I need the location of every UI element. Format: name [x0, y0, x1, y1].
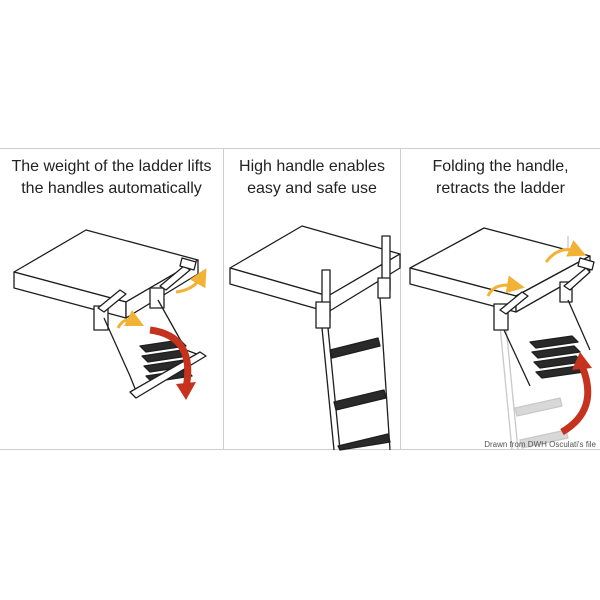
ladder-rail-left-inner	[327, 327, 341, 451]
caption-line-2: retracts the ladder	[436, 180, 565, 197]
caption-line-1: High handle enables	[239, 158, 385, 175]
ladder-rail-right	[567, 299, 591, 351]
panel-high-handle: High handle enables easy and safe use	[224, 148, 400, 450]
deploy-arrow-icon	[149, 326, 192, 389]
panel-frame	[0, 148, 600, 450]
credit-text: Drawn from DWH Osculati's file	[484, 440, 596, 449]
panel-caption: High handle enables easy and safe use	[224, 156, 400, 200]
fold-arrow-icon	[486, 275, 525, 297]
mount-plate-right	[149, 287, 165, 309]
panel-divider-2	[400, 148, 401, 450]
retract-arrow-icon	[560, 364, 592, 436]
lift-arrow-icon	[175, 268, 207, 294]
handle-left	[499, 291, 529, 315]
ladder-illustration-deployed	[13, 229, 207, 399]
panel-caption: Folding the handle, retracts the ladder	[401, 156, 600, 200]
mount-plate-left	[315, 301, 331, 329]
ladder-illustration-handles-up	[229, 225, 401, 451]
lift-arrow-icon	[116, 309, 145, 329]
ladder-rail-left	[503, 329, 531, 387]
panel-divider-1	[223, 148, 224, 450]
handle-left	[97, 289, 127, 313]
ladder-steps	[329, 337, 391, 451]
mount-plate-right	[377, 277, 391, 299]
handle-right	[563, 267, 591, 291]
ladder-rail-left	[321, 327, 335, 451]
ladder-steps	[529, 335, 585, 379]
panel-weight-lifts-handles: The weight of the ladder lifts the handl…	[0, 148, 223, 450]
panel-caption: The weight of the ladder lifts the handl…	[0, 156, 223, 200]
ladder-rail-right	[379, 297, 391, 451]
panel-folding-handle: Folding the handle, retracts the ladder	[401, 148, 600, 450]
fold-arrow-icon	[544, 240, 587, 263]
ladder-ghost-position	[499, 236, 569, 451]
caption-line-1: Folding the handle,	[432, 158, 569, 175]
ladder-illustration-folding	[409, 227, 595, 387]
caption-line-1: The weight of the ladder lifts	[11, 158, 212, 175]
ladder-rail-left	[103, 317, 139, 397]
caption-line-2: easy and safe use	[247, 180, 377, 197]
caption-line-2: the handles automatically	[21, 180, 202, 197]
